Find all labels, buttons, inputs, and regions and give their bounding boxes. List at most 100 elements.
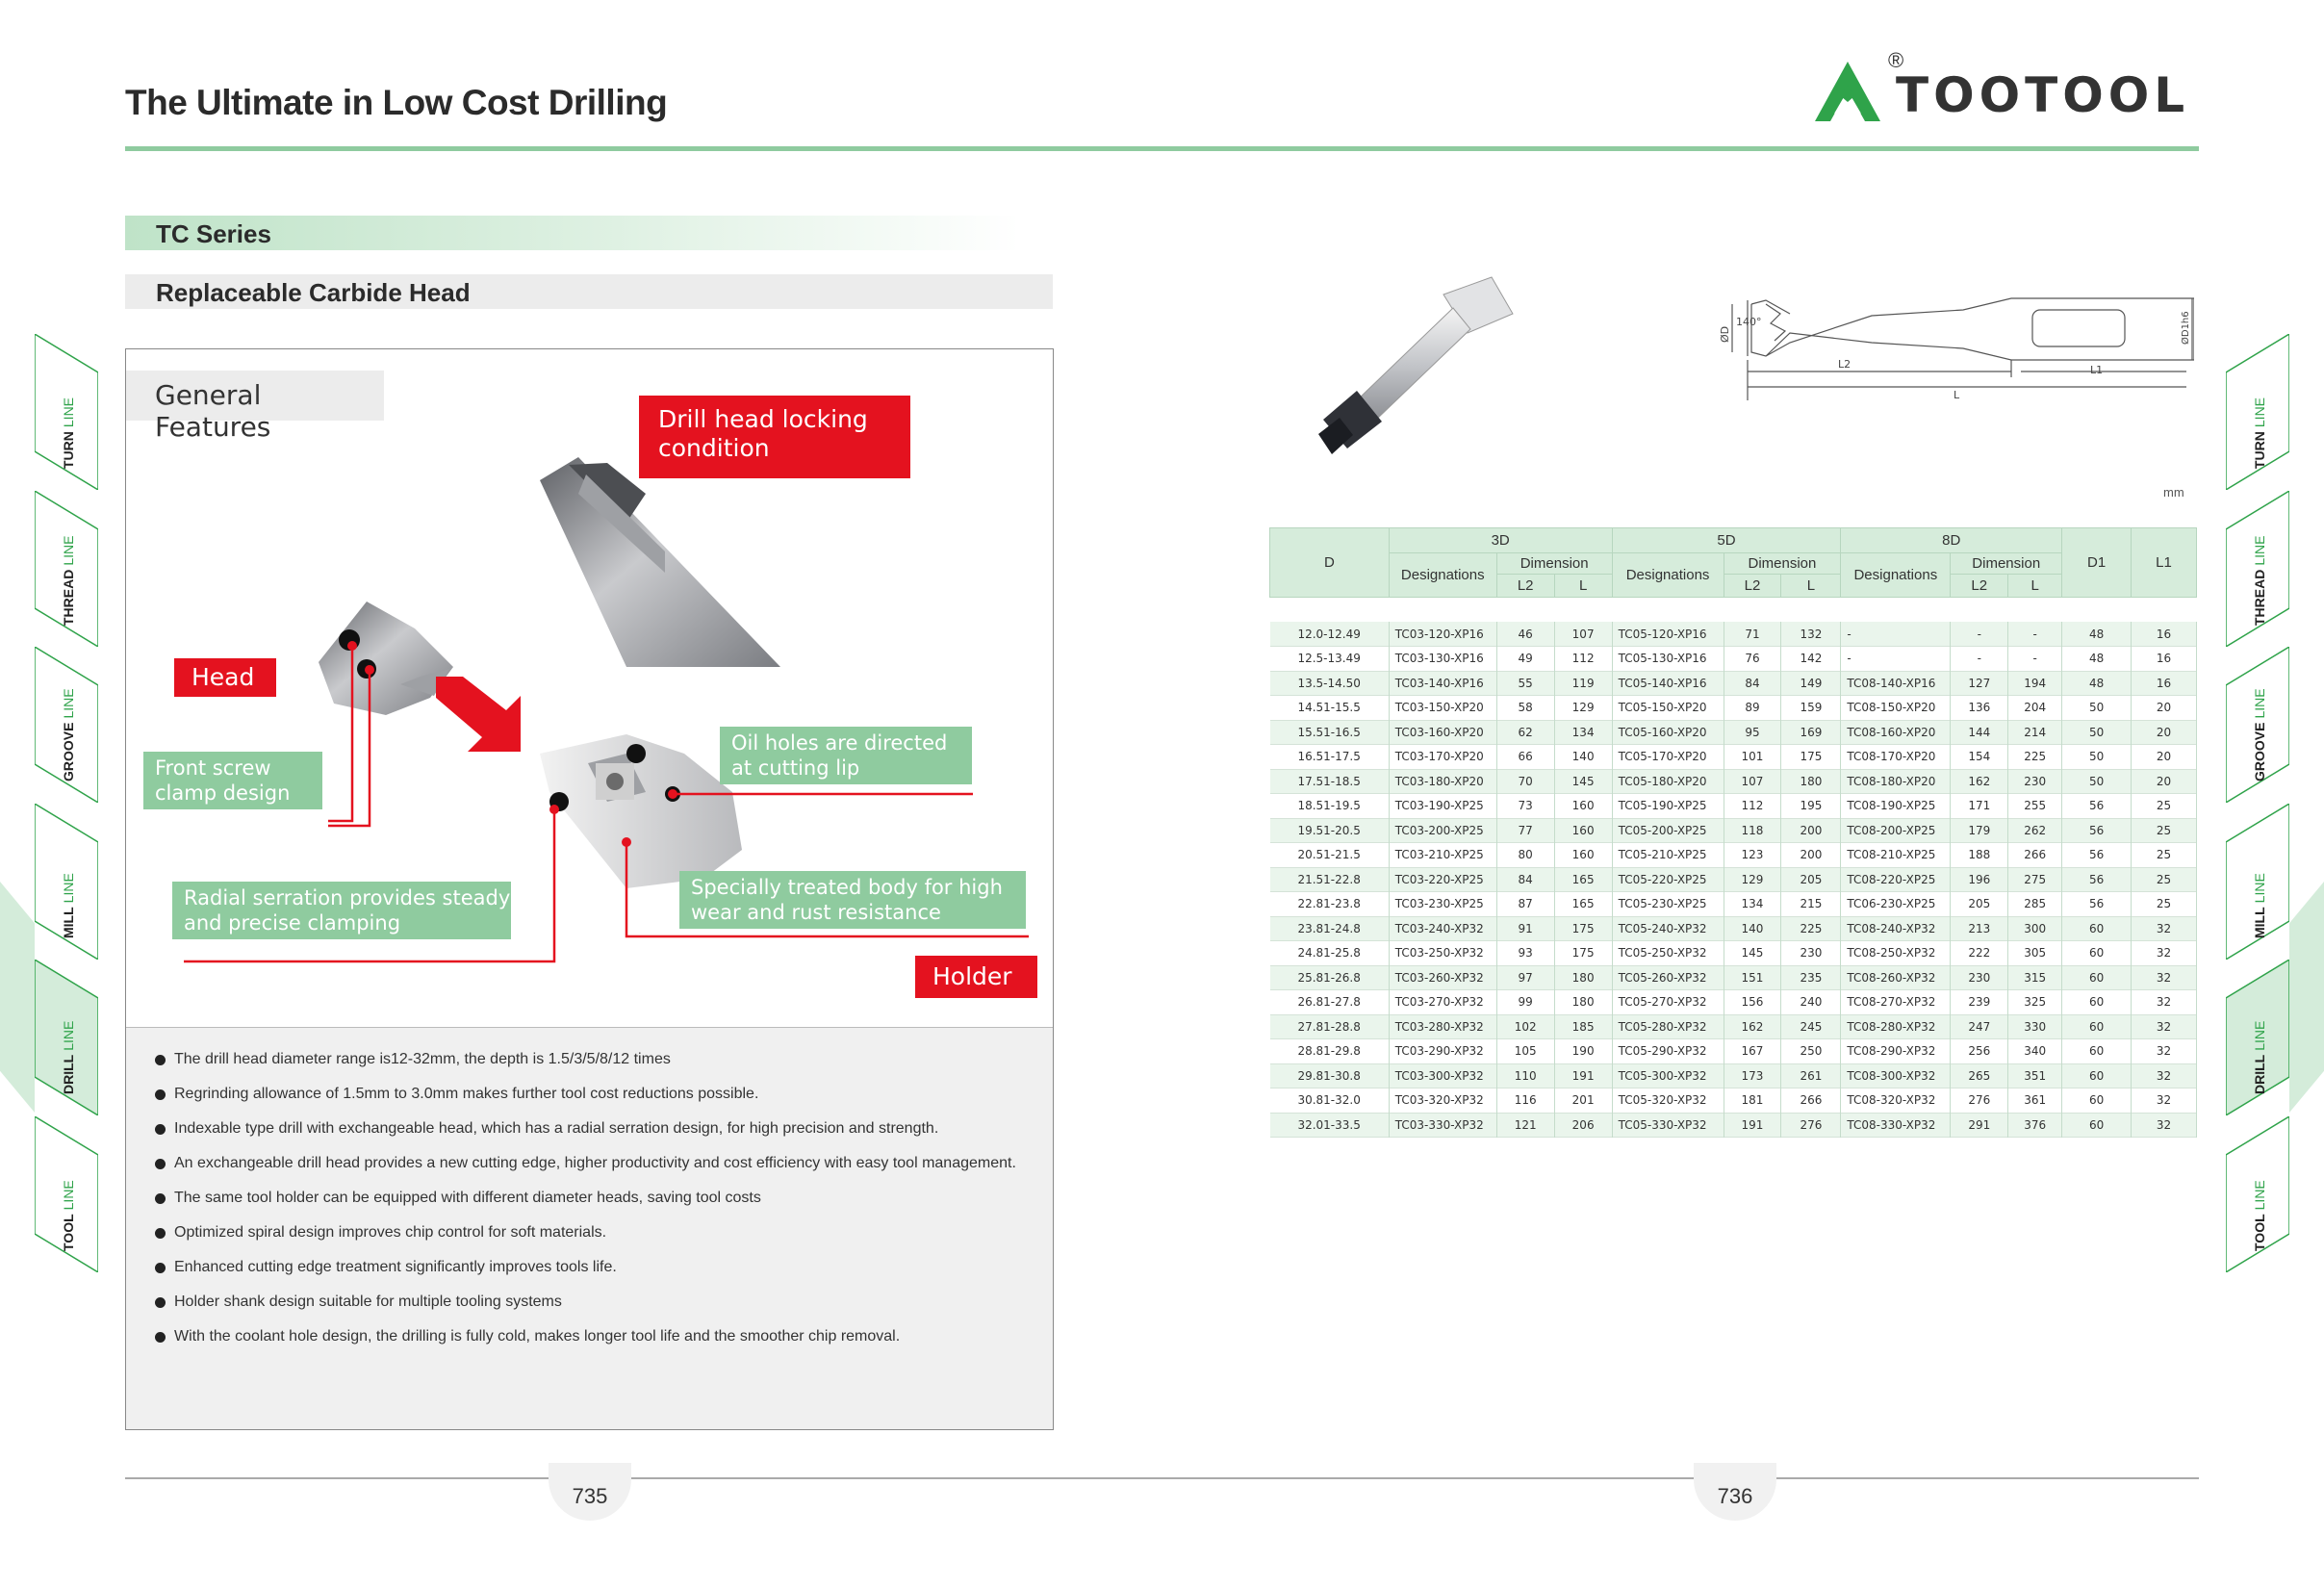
side-tab-groove[interactable]: GROOVELINE: [35, 647, 98, 803]
table-cell: 159: [1780, 695, 1842, 720]
tab-shape-icon: DRILLLINE: [35, 960, 98, 1115]
drill-product-image: [1318, 276, 1514, 454]
table-cell: TC05-200-XP25: [1612, 818, 1724, 843]
col-designations-5d: Designations: [1611, 552, 1724, 598]
side-tab-tool[interactable]: TOOLLINE: [35, 1116, 98, 1272]
table-cell: -: [1840, 622, 1952, 647]
table-cell: 55: [1496, 671, 1555, 696]
page-number-right: 736: [1694, 1463, 1776, 1521]
table-cell: TC05-290-XP32: [1612, 1038, 1724, 1063]
table-cell: 32: [2131, 1063, 2197, 1089]
table-cell: 191: [1724, 1113, 1782, 1138]
table-cell: 66: [1496, 744, 1555, 769]
table-cell: 205: [1950, 891, 2009, 916]
table-cell: 50: [2061, 769, 2132, 794]
table-cell: 330: [2007, 1014, 2063, 1039]
table-cell: 179: [1950, 818, 2009, 843]
tab-label: TURN: [61, 431, 76, 469]
unit-label: mm: [2163, 485, 2184, 499]
table-cell: 215: [1780, 891, 1842, 916]
tab-label-suffix: LINE: [61, 536, 76, 566]
tab-label-suffix: LINE: [2252, 688, 2267, 718]
general-features-heading: General Features: [126, 371, 384, 443]
table-cell: 62: [1496, 720, 1555, 745]
table-cell: TC05-160-XP20: [1612, 720, 1724, 745]
table-cell: TC08-260-XP32: [1840, 965, 1952, 990]
col-l-3d: L: [1553, 574, 1613, 598]
col-dimension-8d: Dimension: [1950, 552, 2063, 575]
group-5d: 5D: [1611, 527, 1842, 553]
dim-angle-label: 140°: [1736, 316, 1762, 328]
side-tab-tool[interactable]: TOOLLINE: [2226, 1116, 2289, 1272]
table-cell: TC08-240-XP32: [1840, 916, 1952, 941]
tab-label-suffix: LINE: [2252, 1180, 2267, 1210]
col-d: D: [1269, 527, 1390, 598]
table-cell: 118: [1724, 818, 1782, 843]
col-l2-8d: L2: [1950, 574, 2009, 598]
tab-label: TOOL: [61, 1214, 76, 1251]
table-cell: 204: [2007, 695, 2063, 720]
table-cell: 276: [1780, 1113, 1842, 1138]
table-cell: 89: [1724, 695, 1782, 720]
side-tab-mill[interactable]: MILLLINE: [35, 804, 98, 960]
svg-text:TURNLINE: TURNLINE: [61, 397, 76, 469]
table-cell: 25.81-26.8: [1269, 965, 1390, 990]
table-cell: 105: [1496, 1038, 1555, 1063]
list-item: Optimized spiral design improves chip co…: [155, 1223, 1040, 1258]
svg-text:DRILLLINE: DRILLLINE: [61, 1021, 76, 1094]
table-cell: 71: [1724, 622, 1782, 647]
active-tab-highlight: [2289, 882, 2324, 1113]
table-cell: 162: [1724, 1014, 1782, 1039]
table-cell: 180: [1554, 965, 1613, 990]
table-cell: 154: [1950, 744, 2009, 769]
drill-head-locking-tag: Drill head locking condition: [639, 396, 910, 478]
table-cell: TC05-210-XP25: [1612, 842, 1724, 867]
table-cell: 15.51-16.5: [1269, 720, 1390, 745]
table-cell: 25: [2131, 867, 2197, 892]
svg-text:GROOVELINE: GROOVELINE: [61, 688, 76, 781]
svg-text:DRILLLINE: DRILLLINE: [2252, 1021, 2267, 1094]
table-cell: 160: [1554, 842, 1613, 867]
table-cell: 91: [1496, 916, 1555, 941]
table-cell: TC08-210-XP25: [1840, 842, 1952, 867]
table-cell: 25: [2131, 793, 2197, 818]
table-cell: TC05-330-XP32: [1612, 1113, 1724, 1138]
dim-l2-label: L2: [1838, 358, 1851, 371]
table-cell: 127: [1950, 671, 2009, 696]
table-cell: 225: [1780, 916, 1842, 941]
side-tab-thread[interactable]: THREADLINE: [2226, 491, 2289, 647]
table-cell: TC03-280-XP32: [1389, 1014, 1497, 1039]
list-item: An exchangeable drill head provides a ne…: [155, 1154, 1040, 1189]
side-tab-thread[interactable]: THREADLINE: [35, 491, 98, 647]
table-cell: 190: [1554, 1038, 1613, 1063]
specification-table: D 3D 5D 8D D1 L1 Designations Dimension …: [1269, 527, 2197, 1138]
tab-label: DRILL: [61, 1054, 76, 1094]
list-item: Holder shank design suitable for multipl…: [155, 1293, 1040, 1327]
table-cell: 20: [2131, 744, 2197, 769]
table-cell: 239: [1950, 989, 2009, 1014]
side-tab-turn[interactable]: TURNLINE: [35, 334, 98, 490]
table-cell: 265: [1950, 1063, 2009, 1089]
footer-divider: [125, 1477, 2199, 1479]
side-tab-groove[interactable]: GROOVELINE: [2226, 647, 2289, 803]
side-tab-mill[interactable]: MILLLINE: [2226, 804, 2289, 960]
table-cell: 173: [1724, 1063, 1782, 1089]
side-tab-turn[interactable]: TURNLINE: [2226, 334, 2289, 490]
table-cell: TC08-220-XP25: [1840, 867, 1952, 892]
table-cell: 160: [1554, 793, 1613, 818]
table-cell: 107: [1724, 769, 1782, 794]
table-cell: TC03-180-XP20: [1389, 769, 1497, 794]
side-tab-drill[interactable]: DRILLLINE: [2226, 960, 2289, 1115]
side-tab-drill[interactable]: DRILLLINE: [35, 960, 98, 1115]
table-cell: -: [1840, 646, 1952, 671]
table-cell: 129: [1554, 695, 1613, 720]
table-cell: TC03-250-XP32: [1389, 940, 1497, 965]
tab-shape-icon: GROOVELINE: [2226, 647, 2289, 803]
table-cell: TC03-130-XP16: [1389, 646, 1497, 671]
